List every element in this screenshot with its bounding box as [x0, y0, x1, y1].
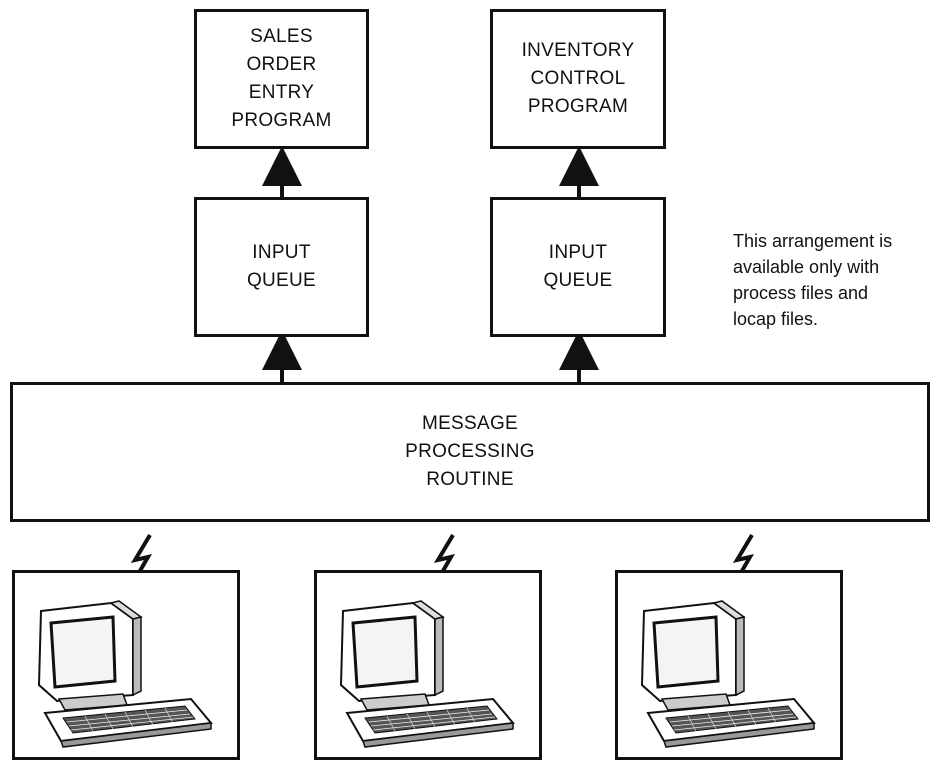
- sales-program-line-2: ORDER: [246, 54, 317, 75]
- terminal-3: [615, 570, 843, 760]
- computer-terminal-drawing: [640, 600, 816, 748]
- note-line-1: This arrangement is: [733, 231, 893, 251]
- arrangement-note: This arrangement is available only with …: [733, 228, 892, 332]
- routine-line-2: PROCESSING: [405, 441, 535, 462]
- computer-terminal-drawing: [37, 600, 213, 748]
- sales-order-entry-program-box: SALES ORDER ENTRY PROGRAM: [194, 9, 369, 149]
- right-input-queue-box: INPUT QUEUE: [490, 197, 666, 337]
- left-queue-line-2: QUEUE: [246, 270, 317, 291]
- right-queue-line-2: QUEUE: [543, 270, 613, 291]
- routine-line-1: MESSAGE: [421, 413, 519, 434]
- right-queue-line-1: INPUT: [548, 242, 608, 263]
- note-line-3: process files and: [733, 283, 869, 303]
- note-line-2: available only with: [733, 257, 880, 277]
- inventory-program-line-3: PROGRAM: [527, 96, 629, 117]
- sales-program-line-1: SALES: [250, 26, 313, 47]
- inventory-program-line-1: INVENTORY: [521, 40, 635, 61]
- inventory-control-program-box: INVENTORY CONTROL PROGRAM: [490, 9, 666, 149]
- note-line-4: locap files.: [733, 309, 819, 329]
- terminal-2: [314, 570, 542, 760]
- message-processing-routine-box: MESSAGE PROCESSING ROUTINE: [10, 382, 930, 522]
- sales-program-line-4: PROGRAM: [231, 110, 332, 131]
- inventory-program-line-2: CONTROL: [530, 68, 626, 89]
- computer-terminal-drawing: [339, 600, 515, 748]
- routine-line-3: ROUTINE: [426, 469, 514, 490]
- left-input-queue-box: INPUT QUEUE: [194, 197, 369, 337]
- terminal-1: [12, 570, 240, 760]
- left-queue-line-1: INPUT: [252, 242, 311, 263]
- sales-program-line-3: ENTRY: [248, 82, 315, 103]
